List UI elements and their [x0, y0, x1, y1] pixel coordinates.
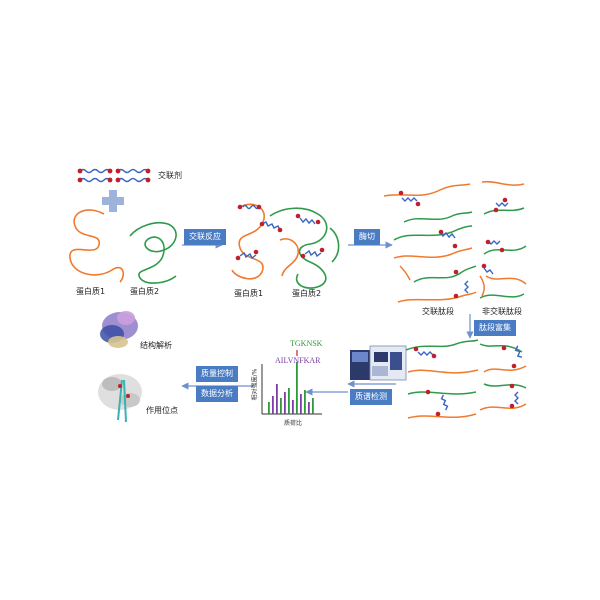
step-digestion: 酶切 [354, 229, 380, 245]
peptide1-label: TGKNSK [290, 339, 323, 348]
mass-spectrometer-icon [350, 345, 407, 381]
protein1-label: 蛋白质1 [76, 287, 106, 296]
step-data-analysis: 数据分析 [196, 386, 238, 402]
step-quality-control: 质量控制 [196, 366, 238, 382]
enriched-peptides [405, 339, 527, 419]
protein2-chain [129, 221, 177, 284]
binding-site-icon [98, 374, 142, 423]
protein1-label-b: 蛋白质1 [234, 289, 264, 298]
mass-spectrum [261, 350, 322, 415]
peptide2-label: AILVNFKAR [275, 356, 321, 365]
crosslinker-icon [77, 168, 151, 183]
spectrum-peaks [268, 362, 314, 414]
crosslinked-peptide-label: 交联肽段 [422, 307, 454, 316]
step-crosslink-reaction: 交联反应 [184, 229, 226, 245]
step-ms-detection: 质谱检测 [350, 389, 392, 405]
protein2-label-b: 蛋白质2 [292, 289, 322, 298]
non-crosslinked-peptides [479, 180, 527, 299]
protein2-label: 蛋白质2 [130, 287, 160, 296]
crosslinked-protein-complex [231, 203, 340, 289]
binding-site-label: 作用位点 [146, 406, 178, 415]
plus-icon [102, 190, 124, 212]
protein1-chain [69, 209, 125, 283]
crosslinked-peptides [383, 183, 477, 303]
protein-structure-icon [100, 311, 138, 348]
structure-analysis-label: 结构解析 [140, 341, 172, 350]
non-crosslinked-peptide-label: 非交联肽段 [482, 307, 522, 316]
spectrum-ylabel: 相对强度/% [251, 368, 259, 401]
step-peptide-enrichment: 肽段富集 [474, 320, 516, 336]
crosslinker-label: 交联剂 [158, 171, 182, 180]
spectrum-xlabel: 质荷比 [284, 420, 303, 427]
